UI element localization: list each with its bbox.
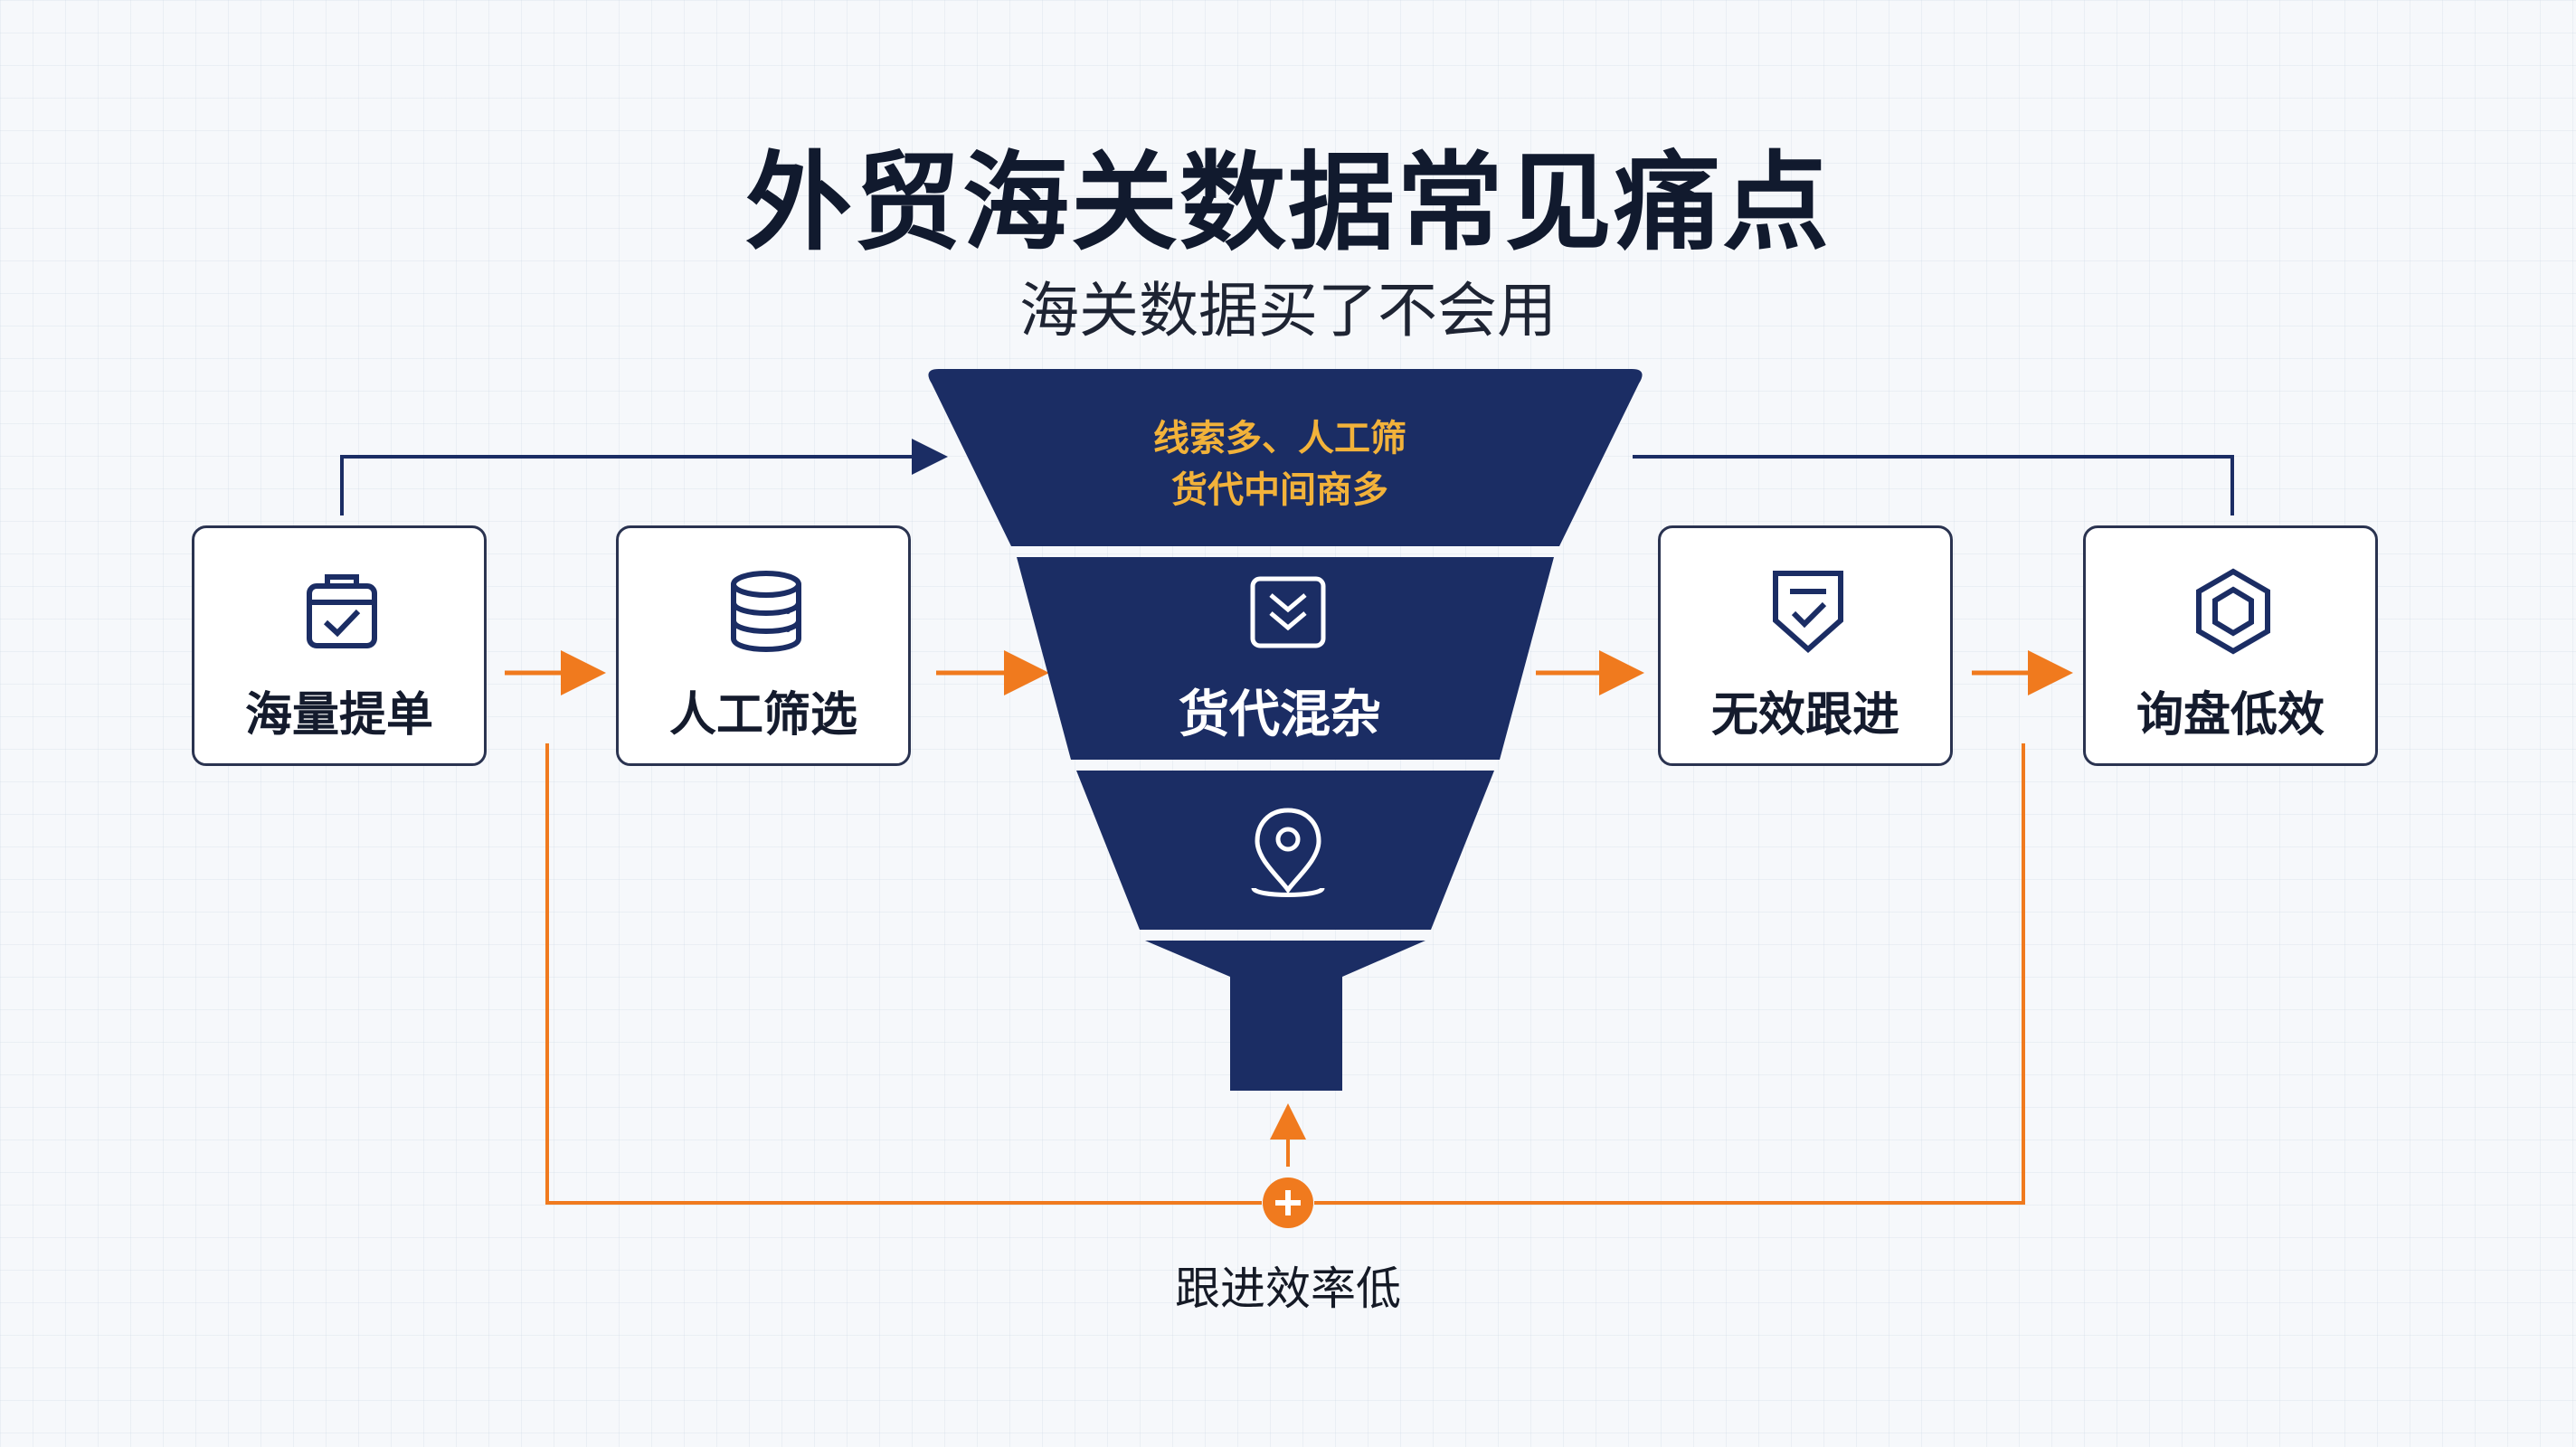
clipboard-check-icon: [307, 574, 377, 648]
page-title: 外贸海关数据常见痛点: [744, 140, 1831, 265]
funnel-top-line-2: 货代中间商多: [1171, 469, 1388, 511]
loop-line-left: [545, 743, 1262, 1205]
connector-top-left: [340, 439, 948, 515]
funnel: [928, 369, 1643, 1091]
card-label: 人工筛选: [668, 688, 857, 742]
database-icon: [731, 571, 801, 652]
funnel-mid-label: 货代混杂: [1179, 686, 1381, 744]
funnel-tier-1: [928, 369, 1643, 546]
funnel-tier-4: [1145, 941, 1425, 1091]
card-label: 无效跟进: [1710, 688, 1899, 742]
card-label: 询盘低效: [2136, 688, 2325, 742]
connector-top-right: [1633, 455, 2234, 515]
double-chevron-down-icon: [1250, 576, 1326, 648]
card-haishang-tidan: 海量提单: [192, 525, 487, 766]
card-xunpan-dixiao: 询盘低效: [2083, 525, 2378, 766]
hexagon-icon: [2196, 568, 2270, 655]
card-rengong-shaixuan: 人工筛选: [616, 525, 911, 766]
location-pin-icon: [1251, 808, 1325, 897]
loop-line-right: [1314, 743, 2025, 1205]
shield-check-icon: [1773, 571, 1843, 654]
page-subtitle: 海关数据买了不会用: [1019, 276, 1557, 345]
card-label: 海量提单: [244, 688, 433, 742]
card-wuxiao-genjin: 无效跟进: [1658, 525, 1953, 766]
funnel-top-line-1: 线索多、人工筛: [1153, 418, 1406, 459]
funnel-tier-2: [1017, 557, 1554, 760]
funnel-top-text: 线索多、人工筛 货代中间商多: [1022, 413, 1538, 516]
loop-label: 跟进效率低: [1175, 1263, 1401, 1315]
